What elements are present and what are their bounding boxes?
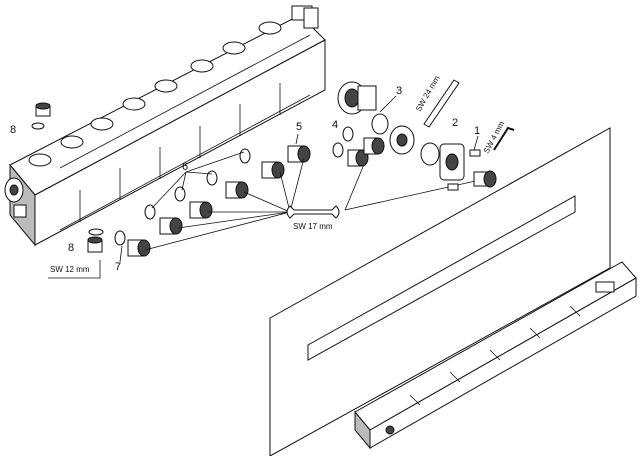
callout-6: 6 xyxy=(182,161,188,173)
part-8-bottom-plug xyxy=(87,228,104,253)
tool-sw12-label: SW 12 mm xyxy=(50,265,90,274)
sw24-wrench-icon xyxy=(423,79,460,128)
tool-sw17-label: SW 17 mm xyxy=(293,222,333,231)
manifold-housing xyxy=(4,5,326,247)
callout-8-bottom: 8 xyxy=(68,242,74,254)
callout-7: 7 xyxy=(115,261,121,273)
callout-8-top: 8 xyxy=(10,124,16,136)
trim-plate xyxy=(269,127,611,456)
sw4-hex-key-icon xyxy=(493,126,515,151)
callout-2: 2 xyxy=(452,117,458,129)
part-2-nut xyxy=(389,125,440,166)
connector-fittings-group xyxy=(114,145,311,257)
callout-4: 4 xyxy=(332,119,338,131)
sw12-tool-bracket xyxy=(48,260,101,279)
part-1-flange xyxy=(439,143,497,191)
part-4-fitting xyxy=(332,126,385,167)
callout-5: 5 xyxy=(296,121,302,133)
part-3-cartridge xyxy=(337,81,389,135)
callout-3: 3 xyxy=(396,85,402,97)
callout-1: 1 xyxy=(474,125,480,137)
control-bar xyxy=(354,261,637,450)
part-8-top-plug xyxy=(31,102,51,130)
sw17-wrench-icon xyxy=(286,205,340,219)
